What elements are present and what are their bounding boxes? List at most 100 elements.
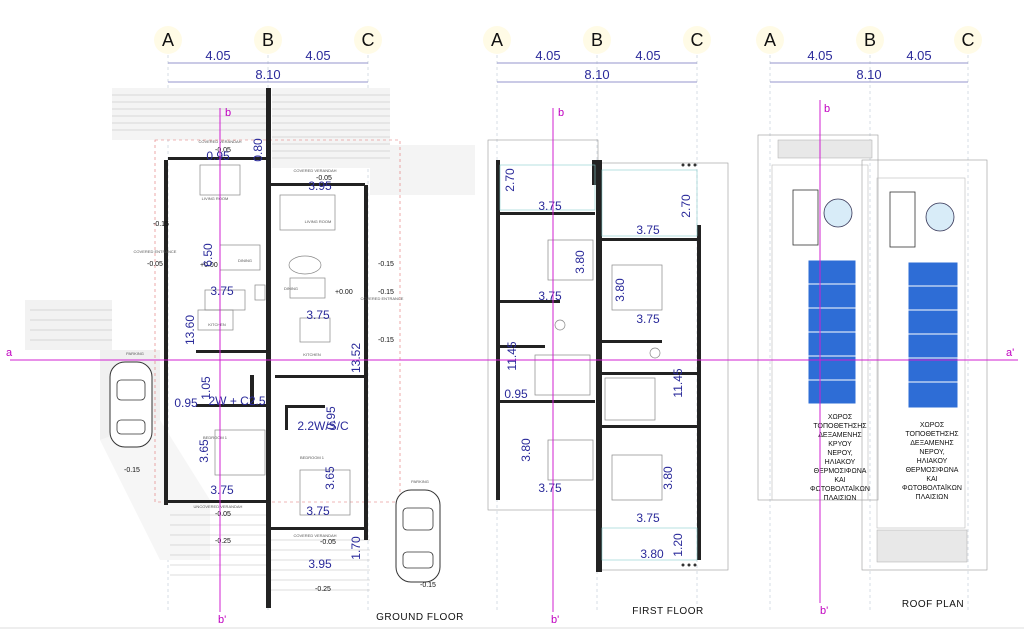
dimension: 3.75 xyxy=(636,312,660,326)
grid-letter-b: B xyxy=(262,30,274,50)
dimension: 3.65 xyxy=(323,466,337,490)
note-line: ΚΑΙ xyxy=(926,476,937,483)
level-mark: -0.05 xyxy=(147,261,163,268)
dimension: 3.80 xyxy=(661,466,675,490)
note-line: ΚΑΙ xyxy=(834,477,845,484)
dimension: 11.45 xyxy=(505,341,519,370)
grid-header-roof: A B C 4.05 4.05 8.10 xyxy=(756,26,982,83)
level-mark: -0.05 xyxy=(215,147,231,154)
dim-ac: 8.10 xyxy=(856,67,881,82)
railing-dots xyxy=(681,163,697,567)
plan-title-roof: ROOF PLAN xyxy=(902,599,964,610)
dim-ab: 4.05 xyxy=(535,48,560,63)
note-line: ΤΟΠΟΘΕΤΗΣΗΣ xyxy=(905,431,959,438)
dimension: 6.50 xyxy=(201,243,215,267)
water-heater-icon xyxy=(889,191,955,248)
note-line: ΗΛΙΑΚΟΥ xyxy=(917,458,948,465)
dimension: 3.75 xyxy=(636,511,660,525)
level-mark: -0.25 xyxy=(315,586,331,593)
room-label: BEDROOM 1 xyxy=(203,435,228,440)
room-label: DINING xyxy=(284,286,298,291)
grid-letter-c: C xyxy=(691,30,704,50)
note-line: ΔΕΞΑΜΕΝΗΣ xyxy=(910,440,954,447)
dimension: 3.75 xyxy=(306,308,330,322)
level-mark: -0.05 xyxy=(320,539,336,546)
dimension: 3.80 xyxy=(573,250,587,274)
level-mark: -0.15 xyxy=(378,337,394,344)
grid-letter-c: C xyxy=(362,30,375,50)
section-label: b xyxy=(225,107,231,119)
room-label: COVERED ENTRANCE xyxy=(134,249,177,254)
section-label: b' xyxy=(820,605,828,617)
level-mark: -0.15 xyxy=(378,261,394,268)
dim-bc: 4.05 xyxy=(906,48,931,63)
ground-floor-plan: COVERED VERANDAH COVERED VERANDAH LIVING… xyxy=(25,88,475,623)
room-label: PARKING xyxy=(126,351,144,356)
level-mark: -0.05 xyxy=(215,511,231,518)
note-line: ΧΩΡΟΣ xyxy=(828,414,853,421)
solar-panel-array xyxy=(807,259,857,405)
dimension: 0.95 xyxy=(324,406,338,430)
room-label: KITCHEN xyxy=(208,322,226,327)
dimension: 0.95 xyxy=(206,149,230,163)
dimension: 3.95 xyxy=(308,557,332,571)
grid-letter-c: C xyxy=(962,30,975,50)
grid-header-first: A B C 4.05 4.05 8.10 xyxy=(483,26,711,83)
room-label: PARKING xyxy=(411,479,429,484)
dimension: 3.75 xyxy=(306,504,330,518)
roof-vent xyxy=(876,529,968,563)
dimension: 11.45 xyxy=(671,368,685,397)
dimension: 2.2W/S/C xyxy=(297,419,349,433)
dimension: 3.80 xyxy=(519,438,533,462)
water-heater-icon xyxy=(792,189,853,246)
paving-hatch xyxy=(30,94,390,591)
note-line: ΤΟΠΟΘΕΤΗΣΗΣ xyxy=(813,423,867,430)
room-label: KITCHEN xyxy=(303,352,321,357)
solar-panel-array xyxy=(907,261,959,409)
level-mark: -0.15 xyxy=(124,467,140,474)
section-label: b' xyxy=(551,614,559,626)
note-line: ΝΕΡΟΥ, xyxy=(827,450,852,457)
dimension: 1.20 xyxy=(671,533,685,557)
ground-furniture xyxy=(197,164,351,516)
note-line: ΦΩΤΟΒΟΛΤΑΪΚΩΝ xyxy=(902,484,962,492)
room-label: DINING xyxy=(238,258,252,263)
section-label: b' xyxy=(218,614,226,626)
car-icon xyxy=(109,361,153,448)
roof-plan: ΧΩΡΟΣ ΤΟΠΟΘΕΤΗΣΗΣ ΔΕΞΑΜΕΝΗΣ ΚΡΥΟΥ ΝΕΡΟΥ,… xyxy=(757,134,988,610)
room-label: BEDROOM 1 xyxy=(300,455,325,460)
room-label: LIVING ROOM xyxy=(202,196,229,201)
dim-bc: 4.05 xyxy=(305,48,330,63)
dimension: 3.80 xyxy=(640,547,664,561)
first-furniture xyxy=(534,239,663,501)
dimension: 3.75 xyxy=(210,284,234,298)
section-label: b xyxy=(824,103,830,115)
dimension: 2.70 xyxy=(679,194,693,218)
dim-ab: 4.05 xyxy=(205,48,230,63)
level-mark: +0.00 xyxy=(200,262,218,269)
note-line: ΚΡΥΟΥ xyxy=(828,441,852,448)
dimension: 3.80 xyxy=(613,278,627,302)
room-label: COVERED VERANDAH xyxy=(293,168,336,173)
dimension: 3.75 xyxy=(538,289,562,303)
dimension: 0.95 xyxy=(174,396,198,410)
note-line: ΦΩΤΟΒΟΛΤΑΪΚΩΝ xyxy=(810,485,870,493)
dimension: 3.95 xyxy=(308,179,332,193)
dimension: 1.05 xyxy=(199,376,213,400)
note-line: ΔΕΞΑΜΕΝΗΣ xyxy=(818,432,862,439)
grid-bubble-a xyxy=(154,26,182,54)
dimension: 2.70 xyxy=(503,168,517,192)
level-mark: -0.15 xyxy=(153,221,169,228)
grid-letter-b: B xyxy=(864,30,876,50)
car-icon xyxy=(395,489,441,583)
dimension: 1.70 xyxy=(349,536,363,560)
level-mark: -0.15 xyxy=(378,289,394,296)
room-label: COVERED ENTRANCE xyxy=(361,296,404,301)
grid-bubble-b xyxy=(254,26,282,54)
dimension: 3.75 xyxy=(538,481,562,495)
dimension: 0.95 xyxy=(504,387,528,401)
section-lines: a a' b b' b b' b b' xyxy=(6,100,1018,626)
dim-ab: 4.05 xyxy=(807,48,832,63)
note-line: ΠΛΑΙΣΙΩΝ xyxy=(916,494,949,501)
first-walls xyxy=(496,160,701,572)
